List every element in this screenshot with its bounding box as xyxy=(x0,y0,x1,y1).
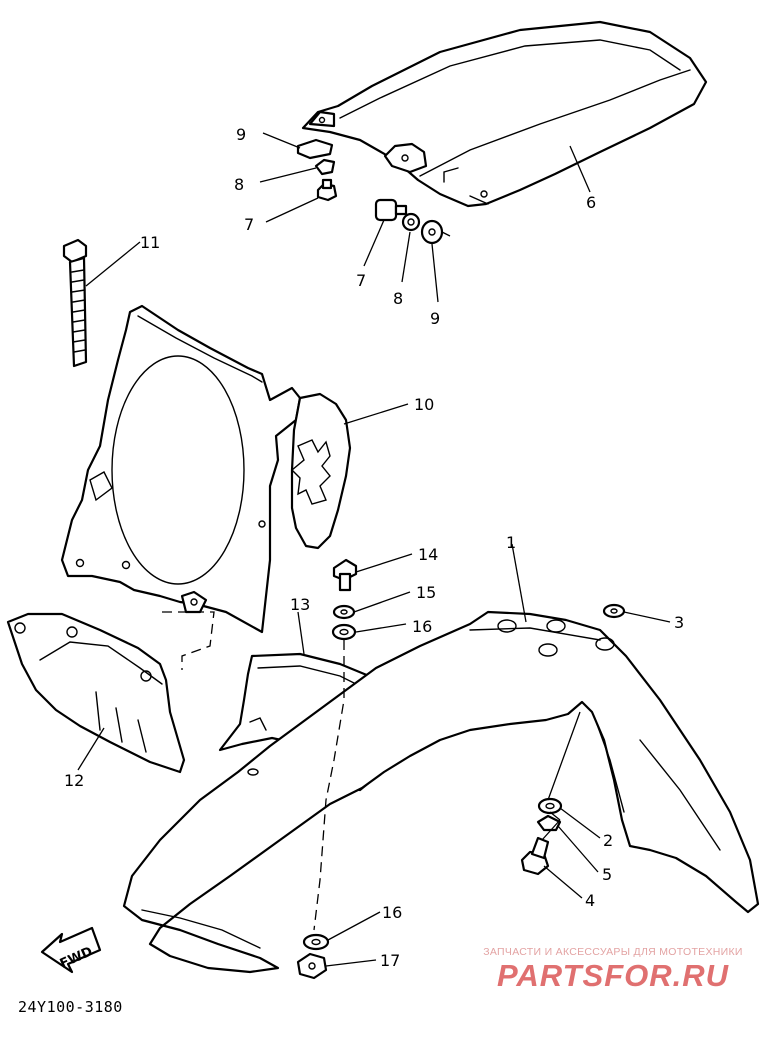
fwd-arrow-icon: FWD xyxy=(40,926,102,974)
callout-9: 9 xyxy=(236,125,246,144)
callout-12: 12 xyxy=(64,771,84,790)
number-plate-part-10 xyxy=(290,392,352,550)
washer-part-2 xyxy=(537,797,563,815)
callout-labels: 9 8 7 11 7 8 9 6 10 14 15 16 1 13 3 12 2… xyxy=(64,125,684,970)
rear-fender-part-6 xyxy=(301,20,708,208)
washer-part-3 xyxy=(602,603,626,619)
washer-part-16b xyxy=(302,933,330,951)
washer-part-9a xyxy=(296,138,334,160)
nut-part-17 xyxy=(296,952,328,980)
washer-part-9b xyxy=(420,219,451,245)
skid-plate-part-12 xyxy=(6,612,186,774)
callout-14: 14 xyxy=(418,545,438,564)
watermark-brand-logo: PARTSFOR.RU xyxy=(496,958,730,993)
nut-part-8b xyxy=(401,212,421,232)
nut-part-8a xyxy=(314,158,336,176)
callout-7: 7 xyxy=(356,271,366,290)
callout-8: 8 xyxy=(234,175,244,194)
callout-11: 11 xyxy=(140,233,160,252)
callout-1: 1 xyxy=(506,533,516,552)
callout-2: 2 xyxy=(603,831,613,850)
callout-3: 3 xyxy=(674,613,684,632)
bolt-part-7b xyxy=(374,198,408,222)
callout-6: 6 xyxy=(586,193,596,212)
side-cover-plate xyxy=(60,304,302,634)
bolt-part-7a xyxy=(316,178,338,202)
bolt-part-14 xyxy=(332,558,358,592)
callout-4: 4 xyxy=(585,891,595,910)
front-fender-part-1 xyxy=(122,610,760,974)
callout-10: 10 xyxy=(414,395,434,414)
callout-8: 8 xyxy=(393,289,403,308)
washer-part-15 xyxy=(332,604,356,620)
callout-16: 16 xyxy=(412,617,432,636)
callout-16: 16 xyxy=(382,903,402,922)
watermark-tagline: ЗАПЧАСТИ И АКСЕССУАРЫ ДЛЯ МОТОТЕХНИКИ xyxy=(483,946,743,958)
bolt-part-4 xyxy=(520,836,550,876)
cable-tie-part-11 xyxy=(62,238,88,368)
callout-15: 15 xyxy=(416,583,436,602)
washer-part-16a xyxy=(331,623,357,641)
callout-leaders xyxy=(77,132,671,967)
callout-7: 7 xyxy=(244,215,254,234)
callout-9: 9 xyxy=(430,309,440,328)
callout-13: 13 xyxy=(290,595,310,614)
assembly-lines xyxy=(162,611,581,931)
callout-5: 5 xyxy=(602,865,612,884)
callout-17: 17 xyxy=(380,951,400,970)
drawing-code: 24Y100-3180 xyxy=(18,998,123,1016)
